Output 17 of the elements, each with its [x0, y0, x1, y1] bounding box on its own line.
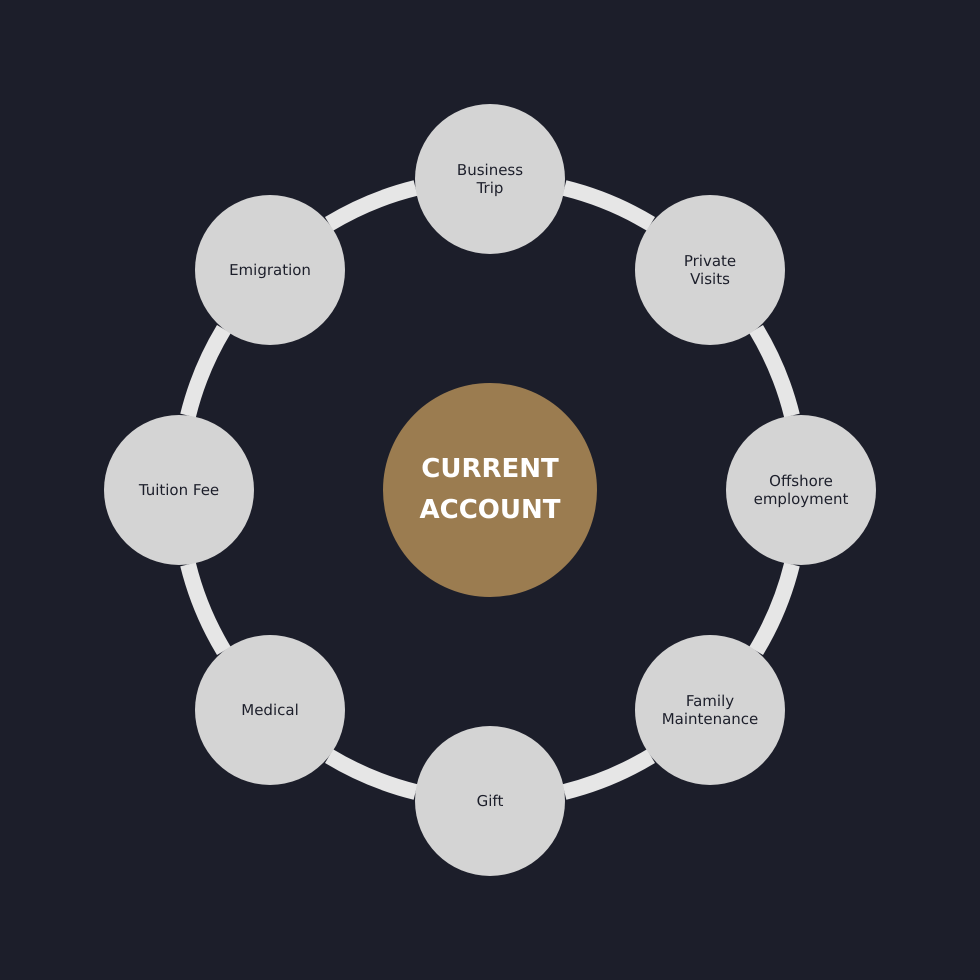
ring-connector [180, 562, 231, 655]
node-label: Medical [241, 701, 299, 719]
node-label: Private Visits [682, 252, 738, 288]
node-label: Family Maintenance [660, 692, 760, 728]
ring-connector [749, 562, 800, 655]
ring-connector [180, 325, 231, 418]
ring-connector [562, 749, 655, 800]
ring-connector [325, 749, 418, 800]
node-label: Emigration [229, 261, 311, 279]
node-label: Offshore employment [752, 472, 850, 508]
node-label: Business Trip [456, 161, 524, 197]
ring-connector [562, 180, 655, 231]
node-label: Tuition Fee [138, 481, 220, 499]
node-label: CURRENT ACCOUNT [418, 453, 562, 527]
node-label: Gift [476, 792, 504, 810]
ring-connector [325, 180, 418, 231]
ring-connector [749, 325, 800, 418]
